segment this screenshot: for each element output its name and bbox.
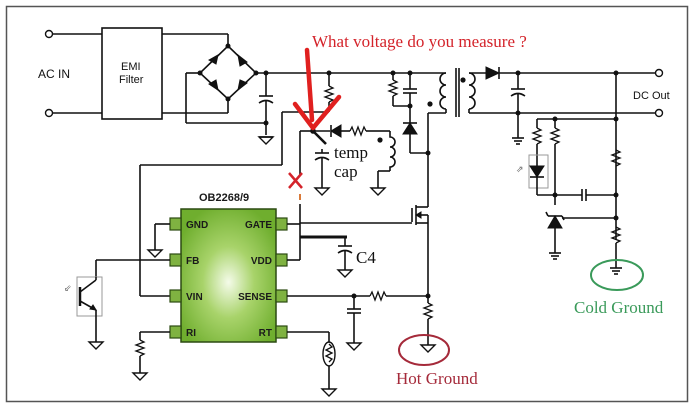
- emi-filter: EMI Filter: [101, 27, 163, 120]
- pin-vin: [169, 289, 182, 303]
- ic-part-number: OB2268/9: [199, 192, 249, 204]
- ic-body: [180, 208, 277, 343]
- phototransistor-light-icon: ⇙: [64, 284, 72, 294]
- ground-symbol: [345, 342, 363, 351]
- ac-input: AC IN: [38, 29, 102, 118]
- hot-ground-symbol: [419, 344, 437, 353]
- ground-symbol: [320, 388, 338, 397]
- bridge-diode-3: [208, 79, 219, 92]
- pin-label-ri: RI: [186, 328, 196, 339]
- snubber-resistor: [387, 79, 399, 97]
- aux-winding: [389, 131, 396, 171]
- diagram-frame: [5, 5, 689, 403]
- output-diode: [485, 66, 501, 80]
- pin-label-fb: FB: [186, 256, 199, 267]
- optocoupler-transistor-box: [76, 276, 103, 317]
- secondary-winding: [468, 72, 476, 110]
- ic-wiring: ⇙ C4: [64, 223, 428, 397]
- broken-connection-x-icon: [288, 172, 303, 189]
- dc-out-terminal-bottom: [654, 108, 664, 118]
- bridge-diode-2: [237, 53, 248, 67]
- question-annotation: What voltage do you measure ?: [292, 32, 527, 131]
- temp-cap-label-1: temp: [334, 143, 368, 162]
- pin-label-gate: GATE: [245, 220, 272, 231]
- startup-resistor: [323, 85, 335, 103]
- ground-symbol: [146, 249, 164, 258]
- pin-vdd: [275, 253, 288, 267]
- sense-resistor: [422, 302, 434, 320]
- temp-cap-lead: [312, 130, 327, 145]
- optocoupler-led-box: [528, 154, 549, 189]
- pin-label-vin: VIN: [186, 292, 203, 303]
- temp-cap-label-2: cap: [334, 162, 358, 181]
- pin-label-rt: RT: [259, 328, 272, 339]
- ac-terminal-top: [44, 29, 54, 39]
- filter-label: Filter: [119, 74, 144, 86]
- snubber-diode: [402, 122, 418, 135]
- pin-label-sense: SENSE: [238, 292, 272, 303]
- question-text: What voltage do you measure ?: [312, 32, 527, 51]
- ri-resistor: [134, 339, 146, 357]
- secondary-side: DC Out ⇗: [469, 66, 670, 317]
- bridge-diode-4: [237, 79, 248, 92]
- ground-symbol: [131, 372, 149, 381]
- pin-label-vdd: VDD: [251, 256, 272, 267]
- ac-terminal-bottom: [44, 108, 54, 118]
- led-emission-icon: ⇗: [516, 165, 524, 175]
- tl431-regulator: [547, 215, 563, 229]
- cold-ground-label: Cold Ground: [574, 298, 664, 317]
- pin-ri: [169, 325, 182, 339]
- hot-ground-label: Hot Ground: [396, 369, 478, 388]
- pin-label-gnd: GND: [186, 220, 208, 231]
- ground-symbol: [336, 269, 354, 278]
- bridge-diode-1: [207, 54, 219, 65]
- dc-out-label: DC Out: [633, 90, 670, 102]
- vdd-aux-network: temp cap: [288, 124, 396, 260]
- ac-in-label: AC IN: [38, 67, 70, 81]
- c4-label: C4: [356, 248, 376, 267]
- cold-ground-circle: [590, 259, 644, 291]
- primary-winding: [439, 72, 447, 110]
- pin-rt: [275, 325, 288, 339]
- pin-sense: [275, 289, 288, 303]
- aux-diode: [330, 124, 342, 138]
- opto-led: [529, 165, 545, 178]
- hot-ground-circle: [398, 334, 450, 366]
- power-mosfet: Hot Ground: [300, 205, 478, 388]
- primary-side: [387, 68, 476, 205]
- pin-gate: [275, 217, 288, 231]
- pin-gnd: [169, 217, 182, 231]
- controller-ic: OB2268/9 GND FB VIN RI GATE VDD SENSE RT: [169, 192, 288, 343]
- pin-fb: [169, 253, 182, 267]
- ground-symbol: [87, 341, 105, 350]
- dc-out-terminal-top: [654, 68, 664, 78]
- ground-symbol: [313, 187, 331, 196]
- red-arrow-icon: [304, 47, 315, 123]
- ground-symbol: [257, 136, 275, 145]
- bridge-rectifier: [162, 33, 410, 145]
- aux-resistor: [349, 125, 367, 137]
- emi-label: EMI: [121, 61, 141, 73]
